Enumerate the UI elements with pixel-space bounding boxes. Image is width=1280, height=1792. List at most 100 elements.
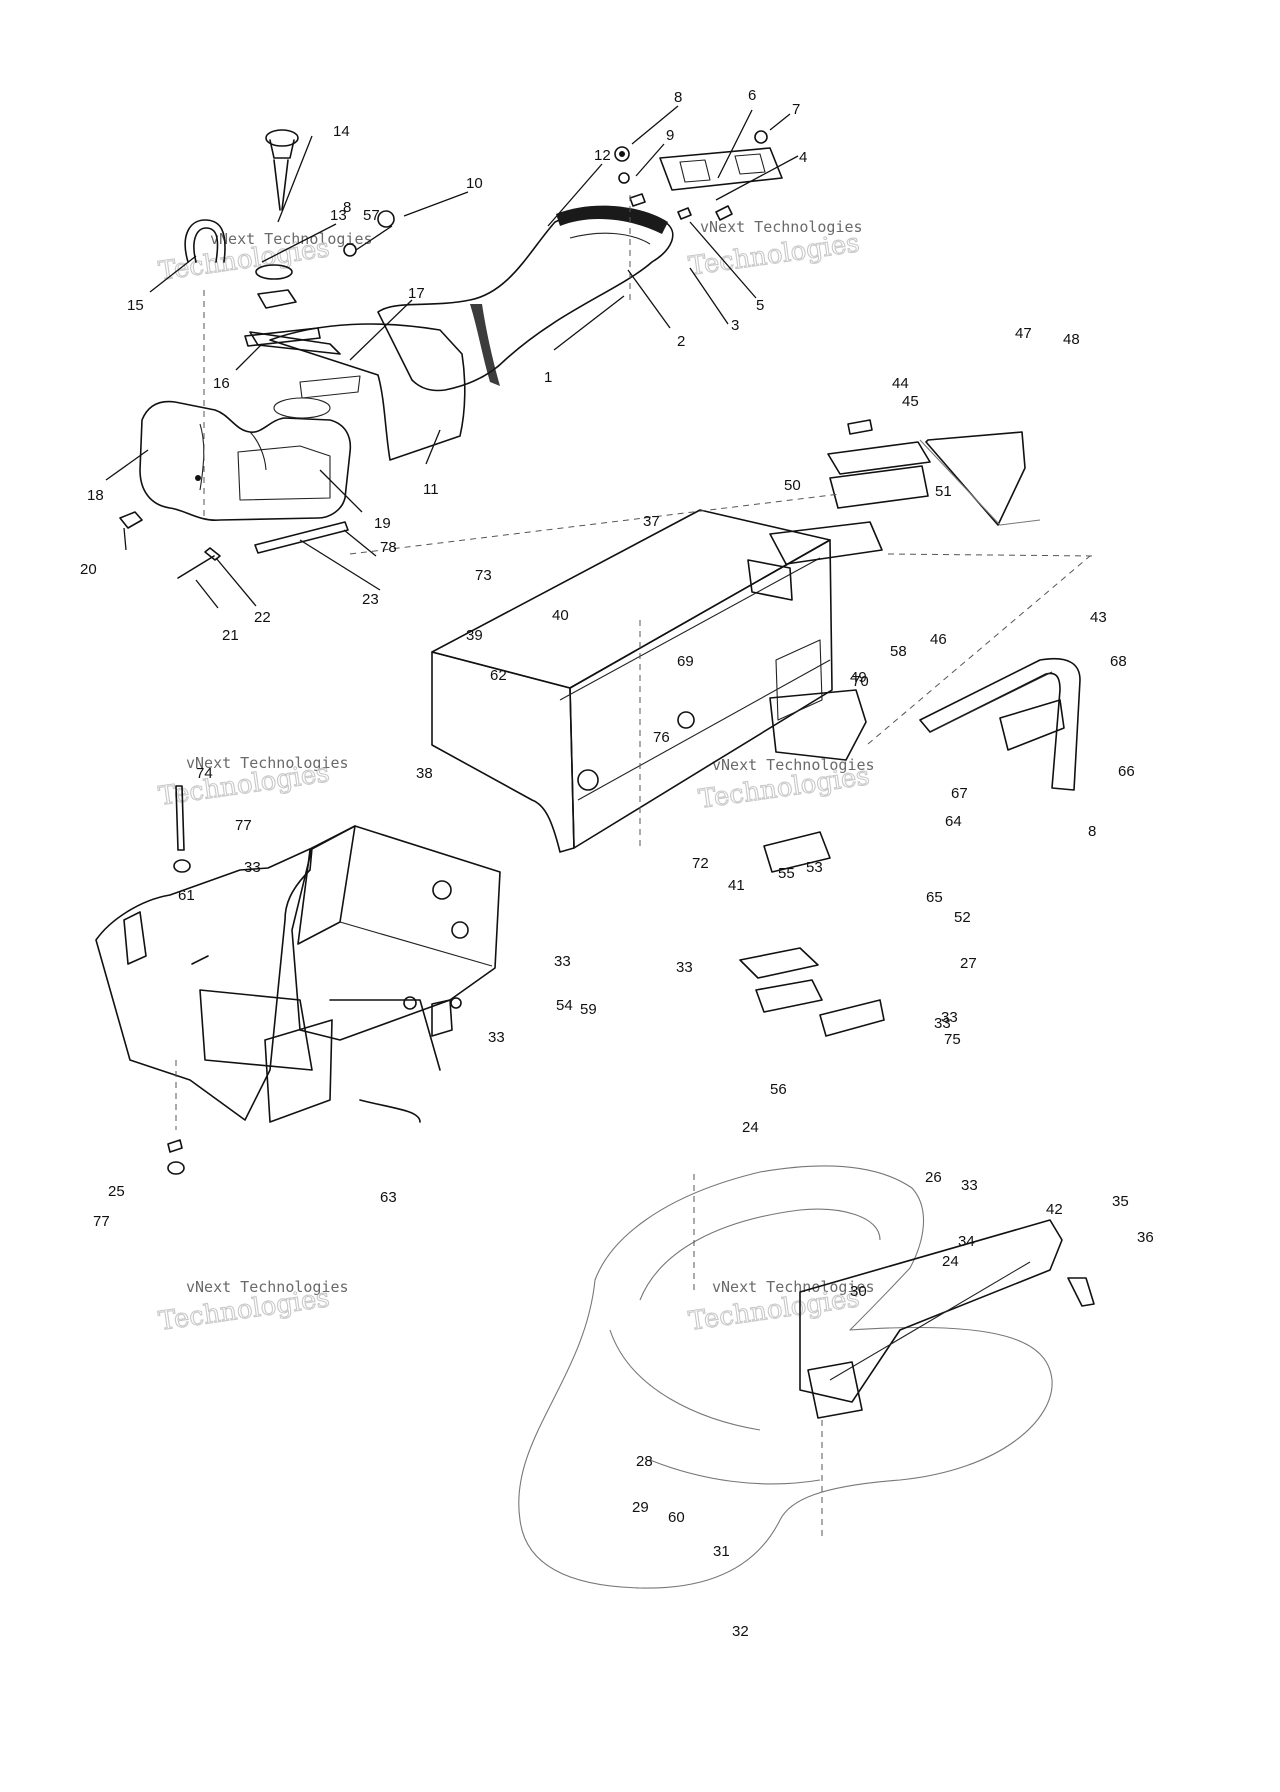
watermark-e: vNext Technologies Technologies	[156, 1278, 348, 1337]
front-frame	[95, 825, 501, 1123]
callout-36: 36	[1137, 1229, 1154, 1246]
callout-55: 55	[778, 865, 795, 882]
watermark-f: vNext Technologies Technologies	[686, 1278, 874, 1337]
callout-11: 11	[423, 481, 439, 498]
callout-28: 28	[636, 1453, 653, 1470]
fuel-hose	[184, 219, 226, 263]
callout-53: 53	[806, 859, 823, 876]
callout-46: 46	[930, 631, 947, 648]
callout-33: 33	[961, 1177, 978, 1194]
watermarks: vNext Technologies Technologies vNext Te…	[156, 218, 875, 1337]
callout-6: 6	[748, 87, 756, 104]
callout-17: 17	[408, 285, 425, 302]
callout-74: 74	[196, 765, 213, 782]
callout-12: 12	[594, 147, 611, 164]
callout-22: 22	[254, 609, 271, 626]
main-chassis	[431, 509, 833, 853]
callout-16: 16	[213, 375, 230, 392]
seat-assembly	[249, 205, 674, 461]
callout-45: 45	[902, 393, 919, 410]
chassis-plates	[739, 689, 885, 1037]
callout-77: 77	[235, 817, 252, 834]
callout-1: 1	[544, 369, 552, 386]
callout-31: 31	[713, 1543, 730, 1560]
callout-32: 32	[732, 1623, 749, 1640]
callout-9: 9	[666, 127, 674, 144]
rear-bumper	[919, 658, 1081, 791]
callout-54: 54	[556, 997, 573, 1014]
front-hardware	[167, 785, 462, 1175]
callout-29: 29	[632, 1499, 649, 1516]
callout-13: 13	[330, 207, 347, 224]
callout-40: 40	[552, 607, 569, 624]
callout-58: 58	[890, 643, 907, 660]
callout-57: 57	[363, 207, 380, 224]
callout-77: 77	[93, 1213, 110, 1230]
callout-23: 23	[362, 591, 379, 608]
callout-14: 14	[333, 123, 350, 140]
callout-8: 8	[674, 89, 682, 106]
callout-43: 43	[1090, 609, 1107, 626]
watermark-line1: vNext Technologies	[186, 754, 349, 772]
callout-20: 20	[80, 561, 97, 578]
callout-68: 68	[1110, 653, 1127, 670]
callout-labels: 1 2 3 4 5 6 7 8 8 8 9 10 11 12 13 14 15 …	[80, 87, 1154, 1640]
callout-75: 75	[944, 1031, 961, 1048]
callout-67: 67	[951, 785, 968, 802]
callout-33: 33	[934, 1015, 951, 1032]
callout-70: 70	[852, 673, 869, 690]
callout-24: 24	[742, 1119, 759, 1136]
callout-38: 38	[416, 765, 433, 782]
callout-15: 15	[127, 297, 144, 314]
latch-bracket	[659, 147, 783, 191]
callout-19: 19	[374, 515, 391, 532]
callout-48: 48	[1063, 331, 1080, 348]
callout-62: 62	[490, 667, 507, 684]
callout-21: 21	[222, 627, 239, 644]
callout-25: 25	[108, 1183, 125, 1200]
watermark-line1: vNext Technologies	[700, 218, 863, 236]
callout-47: 47	[1015, 325, 1032, 342]
watermark-d: vNext Technologies Technologies	[696, 756, 875, 815]
rear-flap	[919, 431, 1041, 526]
callout-26: 26	[925, 1169, 942, 1186]
callout-56: 56	[770, 1081, 787, 1098]
callout-52: 52	[954, 909, 971, 926]
callout-18: 18	[87, 487, 104, 504]
callout-27: 27	[960, 955, 977, 972]
callout-33: 33	[244, 859, 261, 876]
callout-42: 42	[1046, 1201, 1063, 1218]
callout-8: 8	[1088, 823, 1096, 840]
callout-8: 8	[343, 199, 351, 216]
callout-5: 5	[756, 297, 764, 314]
callout-76: 76	[653, 729, 670, 746]
callout-65: 65	[926, 889, 943, 906]
callout-78: 78	[380, 539, 397, 556]
callout-4: 4	[799, 149, 807, 166]
callout-63: 63	[380, 1189, 397, 1206]
callout-59: 59	[580, 1001, 597, 1018]
callout-60: 60	[668, 1509, 685, 1526]
small-plate-44	[847, 419, 873, 435]
fuel-cap	[265, 129, 299, 211]
shroud	[518, 1165, 1095, 1589]
callout-2: 2	[677, 333, 685, 350]
callout-7: 7	[792, 101, 800, 118]
watermark-line1: vNext Technologies	[712, 756, 875, 774]
leader-dashes	[175, 195, 1097, 1540]
callout-44: 44	[892, 375, 909, 392]
callout-49: 49	[850, 669, 867, 686]
callout-33: 33	[676, 959, 693, 976]
callout-69: 69	[677, 653, 694, 670]
callout-24: 24	[942, 1253, 959, 1270]
callout-66: 66	[1118, 763, 1135, 780]
watermark-line2: Technologies	[687, 228, 862, 282]
callout-30: 30	[850, 1283, 867, 1300]
callout-51: 51	[935, 483, 952, 500]
callout-33: 33	[488, 1029, 505, 1046]
callout-33: 33	[941, 1009, 958, 1026]
callout-35: 35	[1112, 1193, 1129, 1210]
seat-hardware	[343, 130, 768, 257]
callout-37: 37	[643, 513, 660, 530]
